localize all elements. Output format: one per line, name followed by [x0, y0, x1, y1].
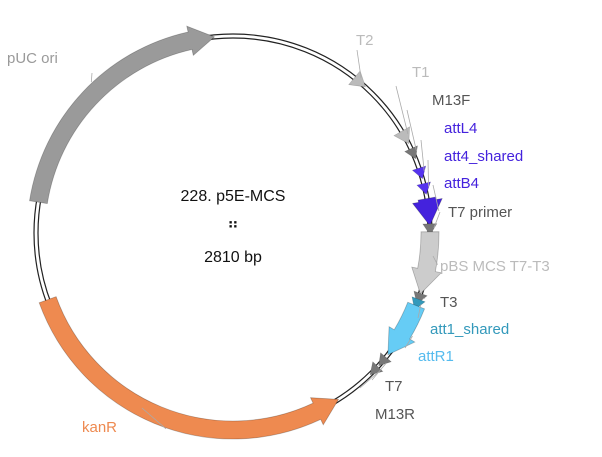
pbs-mcs-leader-line	[432, 255, 438, 265]
m13f-feature-marker	[404, 145, 418, 160]
puc-ori-leader-line	[90, 72, 93, 83]
t1-label: T1	[412, 64, 430, 81]
m13f-label: M13F	[432, 92, 470, 109]
m13f-leader-line	[406, 109, 417, 151]
att1-shared-leader-line	[417, 304, 422, 319]
t7-primer-leader-line	[433, 211, 441, 229]
att4-shared-feature-marker	[416, 181, 432, 195]
attb4-feature-arrow	[411, 196, 443, 227]
t2-leader-line	[356, 49, 362, 79]
attl4-label: attL4	[444, 120, 477, 137]
t1-leader-line	[395, 85, 409, 135]
t7-primer-label: T7 primer	[448, 204, 512, 221]
attr1-label: attR1	[418, 348, 454, 365]
center-separator: ⠶	[227, 216, 239, 233]
pbs-mcs-label: pBS MCS T7-T3	[440, 258, 550, 275]
plasmid-name: 228. p5E-MCS	[181, 188, 286, 205]
t7-primer-feature-marker	[422, 223, 438, 236]
m13r-leader-line	[359, 372, 379, 389]
m13r-label: M13R	[375, 406, 415, 423]
attb4-label: attB4	[444, 175, 479, 192]
puc-ori-label: pUC ori	[7, 50, 58, 67]
puc-ori-feature-arrow	[29, 25, 216, 205]
att1-shared-label: att1_shared	[430, 321, 509, 338]
t3-label: T3	[440, 294, 458, 311]
pbs-mcs-feature-arrow	[411, 231, 443, 295]
attr1-feature-arrow	[387, 301, 426, 356]
attl4-leader-line	[420, 139, 425, 171]
att4-shared-label: att4_shared	[444, 148, 523, 165]
kanr-label: kanR	[82, 419, 117, 436]
t7-label: T7	[385, 378, 403, 395]
kanr-feature-arrow	[38, 296, 340, 440]
t1-feature-marker	[393, 126, 410, 145]
attr1-leader-line	[404, 335, 413, 349]
t7-leader-line	[371, 362, 387, 381]
plasmid-size: 2810 bp	[204, 249, 262, 266]
t7-feature-marker	[378, 352, 392, 367]
kanr-leader-line	[141, 407, 167, 430]
features-layer	[29, 25, 443, 440]
t3-leader-line	[422, 297, 426, 300]
t2-label: T2	[356, 32, 374, 49]
attb4-leader-line	[432, 184, 440, 212]
t2-feature-marker	[348, 70, 366, 88]
att4-shared-leader-line	[427, 159, 429, 187]
attl4-feature-marker	[411, 165, 427, 180]
